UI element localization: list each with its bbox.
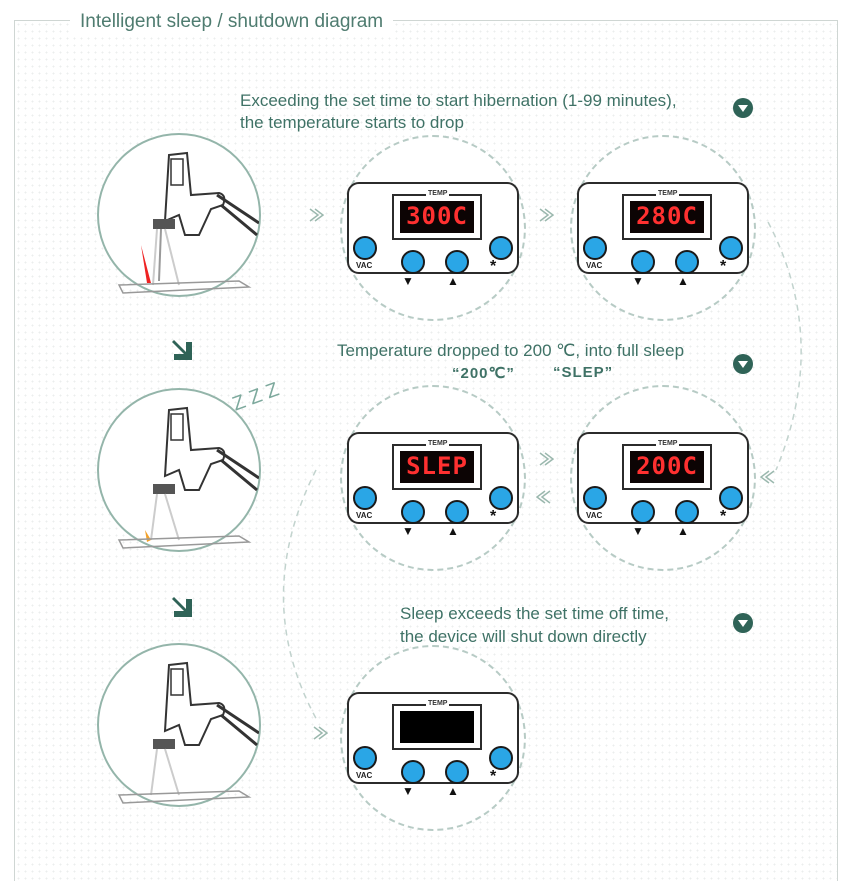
star-label: *: [720, 258, 727, 275]
control-panel-200: TEMP 200C: [577, 432, 749, 524]
down-arrow-icon: [172, 340, 192, 360]
down-label: ▼: [402, 784, 414, 798]
down-button[interactable]: [401, 500, 425, 524]
vac-label: VAC: [356, 771, 373, 780]
up-button[interactable]: [675, 500, 699, 524]
star-label: *: [490, 768, 497, 785]
vac-label: VAC: [586, 511, 603, 520]
up-label: ▲: [677, 524, 689, 538]
star-button[interactable]: [719, 486, 743, 510]
flow-chevron-icon: [539, 208, 554, 222]
star-button[interactable]: [489, 236, 513, 260]
star-button[interactable]: [489, 486, 513, 510]
star-button[interactable]: [489, 746, 513, 770]
temp-label: TEMP: [656, 440, 680, 447]
temp-label: TEMP: [426, 700, 450, 707]
down-button[interactable]: [631, 250, 655, 274]
soldering-gun-off: [97, 643, 261, 807]
collapse-marker-icon: [733, 98, 753, 118]
up-button[interactable]: [445, 500, 469, 524]
vac-button[interactable]: [353, 746, 377, 770]
temp-label: TEMP: [656, 190, 680, 197]
vac-button[interactable]: [583, 486, 607, 510]
display-readout: SLEP: [400, 451, 474, 483]
diagram-title: Intelligent sleep / shutdown diagram: [70, 10, 394, 34]
down-arrow-icon: [172, 597, 192, 617]
soldering-gun-icon: [117, 406, 260, 549]
display-readout: [400, 711, 474, 743]
vac-label: VAC: [586, 261, 603, 270]
vac-button[interactable]: [583, 236, 607, 260]
sleep-quote-temp: “200℃”: [452, 365, 515, 382]
up-label: ▲: [447, 274, 459, 288]
sleep-note: Temperature dropped to 200 ℃, into full …: [337, 341, 685, 360]
star-label: *: [490, 508, 497, 525]
down-button[interactable]: [401, 760, 425, 784]
star-label: *: [490, 258, 497, 275]
down-label: ▼: [632, 524, 644, 538]
vac-label: VAC: [356, 511, 373, 520]
flow-chevron-icon: [536, 490, 551, 504]
up-button[interactable]: [675, 250, 699, 274]
temp-label: TEMP: [426, 190, 450, 197]
up-button[interactable]: [445, 250, 469, 274]
display-readout: 200C: [630, 451, 704, 483]
flow-chevron-icon: [309, 208, 324, 222]
down-label: ▼: [402, 524, 414, 538]
flow-chevron-icon: [539, 452, 554, 466]
flow-chevron-icon: [760, 470, 775, 484]
up-label: ▲: [447, 784, 459, 798]
hibernation-note-line2: the temperature starts to drop: [240, 113, 464, 132]
soldering-gun-sleeping: [97, 388, 261, 552]
star-button[interactable]: [719, 236, 743, 260]
down-label: ▼: [632, 274, 644, 288]
hibernation-note-line1: Exceeding the set time to start hibernat…: [240, 91, 677, 110]
temp-display: TEMP: [392, 700, 482, 750]
down-button[interactable]: [631, 500, 655, 524]
down-button[interactable]: [401, 250, 425, 274]
down-label: ▼: [402, 274, 414, 288]
control-panel-off: TEMP: [347, 692, 519, 784]
up-label: ▲: [677, 274, 689, 288]
temp-display: TEMP 200C: [622, 440, 712, 490]
control-panel-slep: TEMP SLEP: [347, 432, 519, 524]
temp-display: TEMP 280C: [622, 190, 712, 240]
display-readout: 300C: [400, 201, 474, 233]
up-button[interactable]: [445, 760, 469, 784]
vac-button[interactable]: [353, 236, 377, 260]
sleep-quote-slep: “SLEP”: [553, 364, 614, 381]
soldering-gun-icon: [117, 661, 260, 804]
vac-button[interactable]: [353, 486, 377, 510]
shutdown-note-line2: the device will shut down directly: [400, 627, 647, 646]
soldering-gun-icon: [117, 151, 260, 294]
shutdown-note-line1: Sleep exceeds the set time off time,: [400, 604, 669, 623]
flow-chevron-icon: [313, 726, 328, 740]
collapse-marker-icon: [733, 613, 753, 633]
temp-display: TEMP 300C: [392, 190, 482, 240]
vac-label: VAC: [356, 261, 373, 270]
display-readout: 280C: [630, 201, 704, 233]
star-label: *: [720, 508, 727, 525]
control-panel-280: TEMP 280C: [577, 182, 749, 274]
soldering-gun-heating: [97, 133, 261, 297]
temp-display: TEMP SLEP: [392, 440, 482, 490]
control-panel-300: TEMP 300C: [347, 182, 519, 274]
up-label: ▲: [447, 524, 459, 538]
temp-label: TEMP: [426, 440, 450, 447]
collapse-marker-icon: [733, 354, 753, 374]
